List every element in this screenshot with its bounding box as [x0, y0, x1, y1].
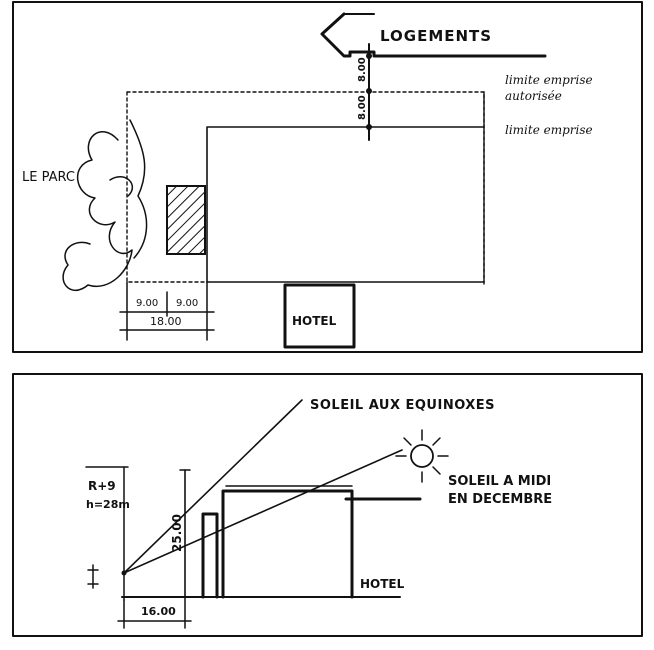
plan-dim-top-2: 8.00	[357, 95, 368, 120]
plan-dim-bottom-2: 9.00	[176, 298, 198, 309]
sun-icon	[395, 429, 449, 483]
december-sun-ray	[123, 449, 403, 574]
plan-dim-bottom-total: 18.00	[150, 315, 182, 328]
r9-label: R+9	[88, 479, 116, 493]
plan-dim-top-1: 8.00	[357, 57, 368, 82]
note-limite-autorisee-line1: limite emprise	[505, 73, 593, 87]
equinox-sun-ray	[123, 399, 303, 574]
vertical-dimension-label: 25.00	[170, 514, 184, 552]
main-building	[221, 489, 354, 599]
plan-dim-dot-1	[366, 53, 372, 59]
hotel-plan-box	[283, 283, 356, 349]
note-limite-emprise: limite emprise	[505, 123, 593, 137]
hotel-plan-label: HOTEL	[292, 314, 337, 328]
horizontal-dimension-label: 16.00	[141, 605, 176, 618]
logements-label: LOGEMENTS	[380, 27, 492, 45]
soleil-equinoxes-label: SOLEIL AUX EQUINOXES	[310, 398, 495, 413]
plan-dim-bottom-1: 9.00	[136, 298, 158, 309]
small-building	[201, 512, 219, 599]
soleil-decembre-label-line1: SOLEIL A MIDI	[448, 474, 551, 489]
soleil-decembre-label-line2: EN DECEMBRE	[448, 492, 552, 507]
hotel-section-label: HOTEL	[360, 577, 405, 591]
park-trees	[62, 119, 148, 292]
plan-frame	[12, 1, 643, 353]
observer-point	[121, 570, 127, 576]
hatched-block	[166, 185, 206, 255]
le-parc-label: LE PARC	[22, 170, 75, 185]
logements-arrow	[320, 12, 547, 58]
building-outline	[206, 126, 485, 283]
section-frame	[12, 373, 643, 637]
height-label: h=28m	[86, 498, 130, 511]
plan-dim-dot-2	[366, 88, 372, 94]
note-limite-autorisee-line2: autorisée	[505, 89, 562, 103]
